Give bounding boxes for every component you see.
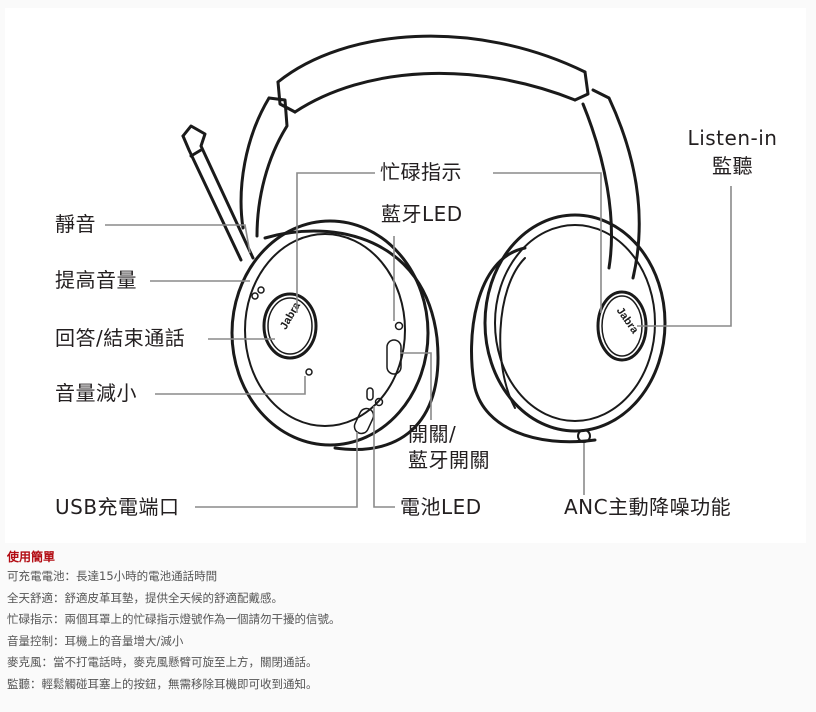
- feature-list: 使用簡單 可充電電池：長達15小時的電池通話時間 全天舒適：舒適皮革耳墊，提供全…: [7, 549, 807, 698]
- feature-item: 麥克風：當不打電話時，麥克風懸臂可旋至上方，關閉通話。: [7, 655, 318, 669]
- feature-item: 可充電電池：長達15小時的電池通話時間: [7, 569, 218, 583]
- label-volume-down: 音量減小: [55, 381, 137, 405]
- headset-diagram: Jabra Jabra: [5, 8, 806, 543]
- feature-item: 忙碌指示：兩個耳罩上的忙碌指示燈號作為一個請勿干擾的信號。: [7, 612, 341, 626]
- brand-right: Jabra: [614, 305, 641, 337]
- feature-item: 音量控制：耳機上的音量增大/減小: [7, 633, 184, 648]
- brand-left: Jabra: [278, 300, 304, 332]
- label-listen-in-zh: 監聽: [712, 154, 753, 178]
- label-volume-up: 提高音量: [55, 268, 137, 292]
- label-busy-light: 忙碌指示: [380, 160, 462, 184]
- label-power-switch-line2: 藍牙開關: [408, 448, 490, 472]
- label-usb-port: USB充電端口: [55, 495, 180, 519]
- feature-item: 全天舒適：舒適皮革耳墊，提供全天候的舒適配戴感。: [7, 590, 283, 605]
- label-answer-end-call: 回答/結束通話: [55, 326, 186, 350]
- label-listen-in-en: Listen-in: [687, 126, 778, 150]
- feature-list-title: 使用簡單: [7, 550, 56, 564]
- label-battery-led: 電池LED: [400, 495, 482, 519]
- label-anc: ANC主動降噪功能: [564, 495, 732, 519]
- label-mute: 靜音: [55, 212, 96, 236]
- feature-item: 監聽：輕鬆觸碰耳塞上的按鈕，無需移除耳機即可收到通知。: [7, 676, 318, 691]
- headset-illustration: Jabra Jabra: [105, 34, 732, 508]
- label-power-switch-line1: 開關/: [408, 422, 457, 446]
- label-bluetooth-led: 藍牙LED: [381, 202, 463, 226]
